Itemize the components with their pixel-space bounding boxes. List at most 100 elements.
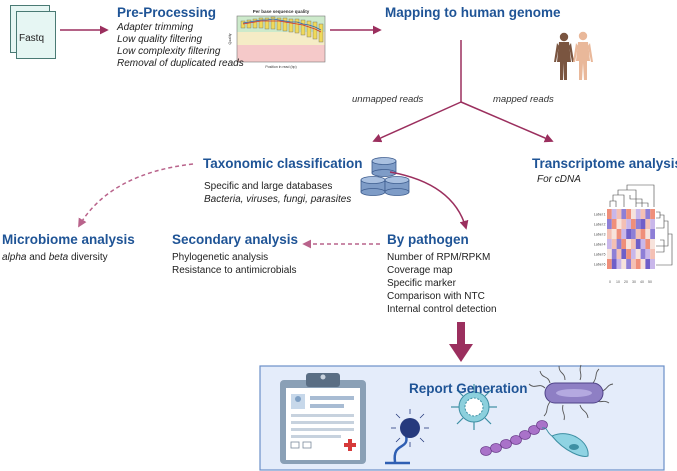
heatmap-cell	[640, 239, 646, 249]
cocci-chain-icon	[480, 420, 548, 456]
heatmap-cell	[616, 229, 622, 239]
mapping-title: Mapping to human genome	[385, 5, 561, 20]
heatmap-cell	[626, 229, 631, 239]
heatmap-cell	[626, 259, 631, 269]
taxonomic-line1: Specific and large databases	[204, 181, 333, 192]
coronavirus-icon	[451, 384, 497, 430]
heatmap-row-label: Label 4	[594, 243, 606, 247]
heatmap-cell	[631, 239, 636, 249]
heatmap-cell	[616, 219, 622, 229]
pathogen-item: Number of RPM/RPKM	[387, 252, 491, 263]
heatmap-cell	[611, 249, 617, 259]
heatmap-cell	[645, 259, 651, 269]
heatmap-cell	[640, 229, 646, 239]
heatmap-row-label: Label 1	[594, 213, 606, 217]
secondary-item: Resistance to antimicrobials	[172, 265, 297, 276]
microbiome-diversity: alpha and beta diversity	[2, 252, 108, 265]
database-icon	[360, 157, 410, 196]
preprocessing-step: Low complexity filtering	[117, 46, 221, 57]
heatmap-cell	[635, 219, 641, 229]
heatmap-cell	[621, 219, 627, 229]
heatmap-cell	[616, 249, 622, 259]
heatmap-cell	[607, 229, 612, 239]
human-figures-icon	[554, 31, 593, 80]
heatmap-x-tick: 30	[632, 280, 636, 284]
heatmap-cell	[616, 239, 622, 249]
heatmap-cell	[631, 229, 636, 239]
quality-plot-xlabel: Position in read (bp)	[265, 65, 296, 69]
secondary-title: Secondary analysis	[172, 232, 299, 247]
heatmap-cell	[645, 209, 651, 219]
report-title: Report Generation	[409, 381, 528, 396]
microbiome-diversity-word: diversity	[68, 252, 108, 263]
bacterium-icon	[528, 364, 614, 421]
heatmap-cell	[621, 209, 627, 219]
heatmap-cell	[621, 249, 627, 259]
heatmap-cell	[611, 229, 617, 239]
fastq-card-front	[16, 11, 56, 59]
heatmap-cell	[635, 239, 641, 249]
heatmap-x-tick: 50	[648, 280, 652, 284]
transcriptome-subtitle: For cDNA	[537, 174, 581, 185]
heatmap-cell	[645, 229, 651, 239]
taxonomic-line2: Bacteria, viruses, fungi, parasites	[204, 194, 352, 205]
arrow-to-report	[449, 322, 473, 362]
heatmap-cell	[626, 249, 631, 259]
microbiome-title: Microbiome analysis	[2, 232, 135, 247]
heatmap-cell	[650, 209, 655, 219]
heatmap-cell	[611, 239, 617, 249]
heatmap-cell	[645, 219, 651, 229]
heatmap-cell	[626, 219, 631, 229]
heatmap-row-label: Label 6	[594, 263, 606, 267]
heatmap-cell	[631, 219, 636, 229]
heatmap-row-label: Label 2	[594, 223, 606, 227]
preprocessing-step: Low quality filtering	[117, 34, 203, 45]
pathogen-title: By pathogen	[387, 232, 469, 247]
clipboard-icon	[280, 373, 366, 464]
heatmap-cell	[626, 239, 631, 249]
heatmap-cell	[635, 229, 641, 239]
heatmap-cell	[611, 209, 617, 219]
pathogen-item: Coverage map	[387, 265, 453, 276]
arrow-taxonomic-to-pathogen	[389, 171, 469, 230]
heatmap-cell	[635, 249, 641, 259]
heatmap-cell	[645, 239, 651, 249]
heatmap-row-label: Label 5	[594, 253, 606, 257]
heatmap-cell	[616, 209, 622, 219]
heatmap-cell	[650, 249, 655, 259]
quality-plot-title: Per base sequence quality	[253, 9, 310, 14]
arrow-to-taxonomic	[372, 101, 462, 143]
microbiome-and: and	[26, 252, 49, 263]
heatmap-cell	[631, 249, 636, 259]
heatmap-cell	[640, 219, 646, 229]
arrow-taxonomic-to-microbiome	[78, 163, 194, 228]
arrow-to-transcriptome	[460, 101, 554, 143]
protozoa-icon	[541, 427, 589, 457]
heatmap-cell	[650, 219, 655, 229]
pathogen-item: Specific marker	[387, 278, 456, 289]
heatmap-cell	[607, 249, 612, 259]
heatmap-cell	[607, 259, 612, 269]
heatmap-cell	[607, 239, 612, 249]
heatmap-x-tick: 20	[624, 280, 628, 284]
taxonomic-title: Taxonomic classification	[203, 156, 363, 171]
quality-plot: Per base sequence quality Position in re…	[228, 9, 326, 69]
heatmap-cell	[635, 259, 641, 269]
heatmap-dendrogram	[609, 184, 673, 266]
quality-plot-ylabel: Quality	[228, 33, 232, 44]
heatmap-cells	[607, 209, 655, 269]
heatmap-cell	[640, 209, 646, 219]
heatmap-cell	[650, 259, 655, 269]
heatmap-cell	[607, 219, 612, 229]
fastq-label: Fastq	[19, 33, 45, 44]
heatmap-cell	[616, 259, 622, 269]
heatmap-cell	[621, 229, 627, 239]
heatmap-cell	[611, 219, 617, 229]
heatmap-cell	[635, 209, 641, 219]
heatmap-cell	[640, 259, 646, 269]
preprocessing-step: Adapter trimming	[117, 22, 194, 33]
preprocessing-step: Removal of duplicated reads	[117, 58, 244, 69]
solid-arrows	[60, 25, 554, 230]
preprocessing-title: Pre-Processing	[117, 5, 217, 20]
